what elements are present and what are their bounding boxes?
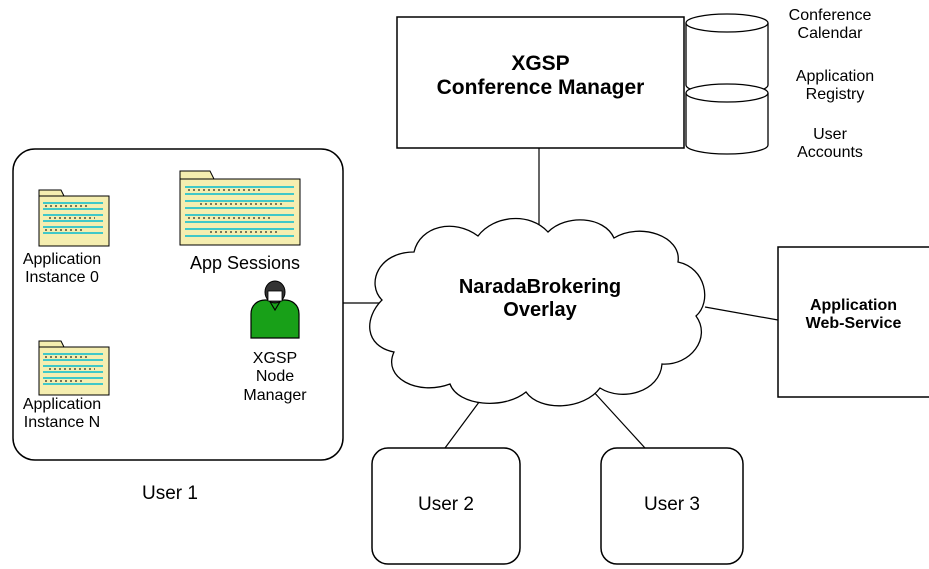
database-cylinder-lower-top <box>685 83 769 103</box>
user3-box <box>600 447 744 565</box>
instanceN-line1: Application <box>22 396 102 413</box>
broker-label-line1: NaradaBrokering <box>458 276 622 298</box>
node-manager-line2: Node <box>255 368 295 386</box>
node-manager-label: XGSP Node Manager <box>225 350 325 405</box>
user2-label-text: User 2 <box>418 494 474 515</box>
broker-label: NaradaBrokering Overlay <box>400 276 680 322</box>
user1-caption-text: User 1 <box>142 483 198 504</box>
instance0-label: Application Instance 0 <box>12 251 112 288</box>
line-broker-user3 <box>591 389 646 449</box>
node-manager-line3: Manager <box>243 386 307 404</box>
application-registry-line2: Registry <box>805 86 865 104</box>
web-service-label-line1: Application <box>809 297 898 314</box>
database-stack <box>685 13 769 155</box>
database-cylinder-upper-top <box>685 13 769 33</box>
instance0-line1: Application <box>22 251 102 268</box>
instanceN-line2: Instance N <box>23 414 101 432</box>
broker-label-line2: Overlay <box>503 299 577 321</box>
folder-icon <box>179 170 301 246</box>
user-accounts-label: User Accounts <box>780 126 880 163</box>
web-service-box <box>777 246 929 398</box>
conference-manager-title-line2: Conference Manager <box>436 76 645 100</box>
user3-label: User 3 <box>601 494 743 516</box>
application-registry-line1: Application <box>795 68 875 85</box>
folder-icon <box>38 340 110 396</box>
user1-caption: User 1 <box>115 483 225 505</box>
user2-box <box>371 447 521 565</box>
app-sessions-label: App Sessions <box>160 253 330 274</box>
instanceN-label: Application Instance N <box>12 396 112 433</box>
web-service-label-line2: Web-Service <box>805 315 902 333</box>
person-icon <box>250 280 300 339</box>
application-registry-label: Application Registry <box>785 68 885 105</box>
user-accounts-line1: User <box>813 126 847 143</box>
conference-manager-box <box>396 16 685 149</box>
user2-label: User 2 <box>372 494 520 516</box>
app-sessions-text: App Sessions <box>189 253 301 273</box>
conference-calendar-line2: Calendar <box>797 25 863 43</box>
conference-calendar-line1: Conference <box>788 7 872 24</box>
folder-icon <box>38 189 110 247</box>
instance0-line2: Instance 0 <box>25 269 99 287</box>
database-cylinder-lower <box>685 93 769 155</box>
naradabrokering-cloud <box>369 217 706 407</box>
user-accounts-line2: Accounts <box>797 144 863 162</box>
node-manager-line1: XGSP <box>252 350 298 367</box>
conference-manager-title-line1: XGSP <box>511 52 570 75</box>
line-broker-webservice <box>704 306 779 321</box>
conference-manager-title: XGSP Conference Manager <box>397 52 684 100</box>
user3-label-text: User 3 <box>644 494 700 515</box>
conference-calendar-label: Conference Calendar <box>780 7 880 44</box>
web-service-label: Application Web-Service <box>778 297 929 334</box>
